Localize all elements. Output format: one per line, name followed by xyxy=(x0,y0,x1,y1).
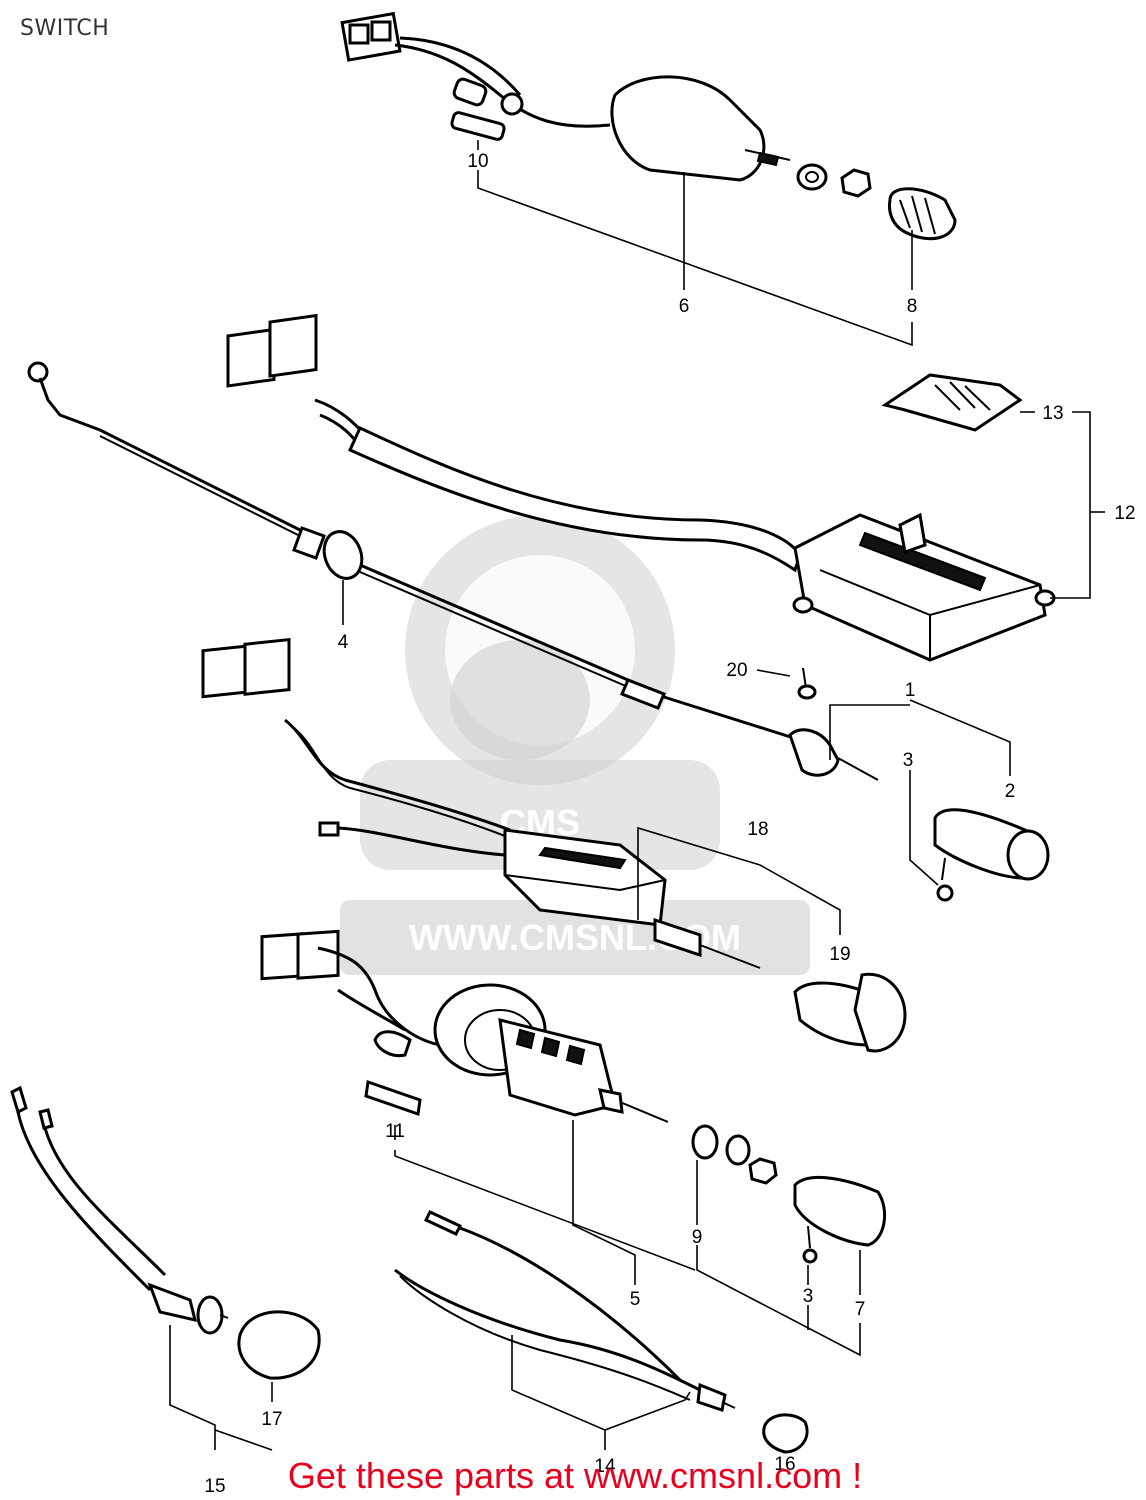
callout-16: 16 xyxy=(774,1454,795,1475)
callout-6: 6 xyxy=(679,296,690,317)
callout-3-upper: 3 xyxy=(903,750,914,771)
callout-17: 17 xyxy=(261,1409,282,1430)
switch-5-assembly xyxy=(260,929,887,1264)
cta-banner: Get these parts at www.cmsnl.com ! xyxy=(288,1455,862,1496)
callout-1: 1 xyxy=(905,680,916,701)
wire-15-assembly xyxy=(10,1085,229,1335)
callout-group-12-13: 13 12 xyxy=(1020,403,1136,599)
page-title: SWITCH xyxy=(20,16,110,41)
callout-20: 20 xyxy=(726,660,747,681)
callout-19: 19 xyxy=(829,944,850,965)
cable-4-assembly xyxy=(27,361,879,781)
control-head-12-assembly xyxy=(226,313,1056,662)
grommet-16 xyxy=(762,1413,809,1454)
callout-group-14-16: 14 16 xyxy=(511,1335,796,1477)
callout-3-lower: 3 xyxy=(803,1286,814,1307)
screw-20: 20 xyxy=(726,660,817,700)
callout-group-4: 4 xyxy=(338,580,349,653)
callout-group-5-7-9-11: 11 5 9 3 7 xyxy=(385,1120,866,1357)
switch-18-assembly xyxy=(201,637,761,969)
knob-19 xyxy=(793,972,907,1053)
callout-10: 10 xyxy=(467,151,488,172)
callout-14: 14 xyxy=(594,1456,616,1477)
callout-group-6-8-10: 6 8 10 xyxy=(467,140,918,347)
callout-group-15-17: 17 15 xyxy=(169,1325,283,1497)
knob-2-assembly: 1 3 2 xyxy=(829,680,1050,902)
callout-2: 2 xyxy=(1005,781,1016,802)
wire-14-assembly xyxy=(394,1210,736,1412)
callout-15: 15 xyxy=(204,1476,225,1497)
callout-8: 8 xyxy=(907,296,918,317)
callout-5: 5 xyxy=(630,1289,641,1310)
callout-group-18-19: 18 19 xyxy=(637,819,851,965)
callout-7: 7 xyxy=(855,1299,866,1320)
cap-17 xyxy=(237,1310,321,1380)
callout-18: 18 xyxy=(747,819,768,840)
callout-12: 12 xyxy=(1114,503,1135,524)
callout-4: 4 xyxy=(338,632,349,653)
callout-11: 11 xyxy=(385,1121,405,1142)
switch-6-assembly xyxy=(340,11,957,241)
callout-9: 9 xyxy=(692,1227,703,1248)
callout-13: 13 xyxy=(1042,403,1063,424)
